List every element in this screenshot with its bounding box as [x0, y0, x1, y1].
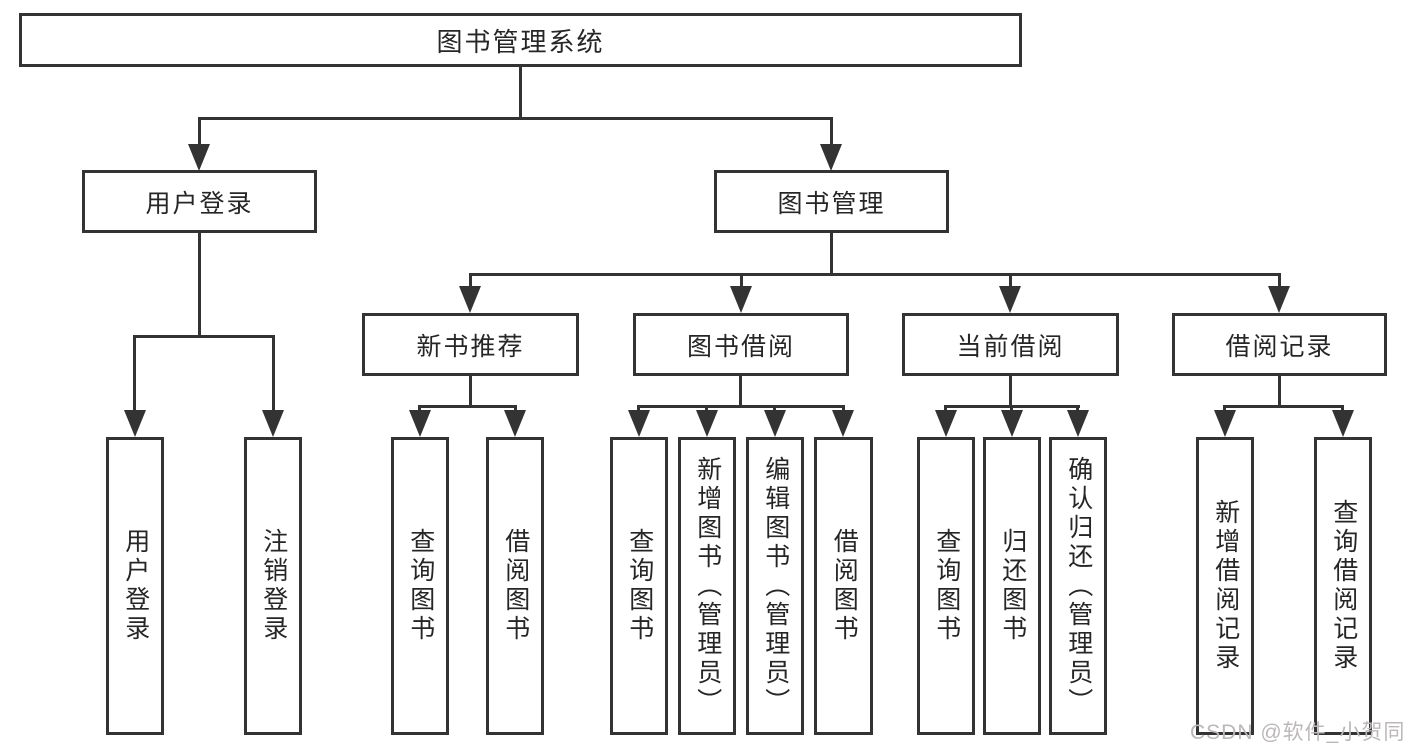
connector-line	[944, 405, 947, 414]
connector-line	[1341, 405, 1344, 414]
connector-line	[198, 117, 833, 120]
connector-line	[740, 273, 743, 290]
connector-line	[469, 376, 472, 407]
node-label: 当前借阅	[956, 332, 1065, 361]
connector-line	[1009, 273, 1012, 290]
connector-line	[705, 405, 708, 414]
arrow-down-icon	[1214, 410, 1236, 437]
arrow-down-icon	[730, 286, 752, 313]
connector-line	[830, 117, 833, 147]
leaf-label: 用户登录	[121, 528, 150, 644]
arrow-down-icon	[628, 410, 650, 437]
node-root-system: 图书管理系统	[19, 13, 1022, 67]
node-current-borrowing: 当前借阅	[902, 313, 1119, 376]
arrow-down-icon	[1067, 410, 1089, 437]
node-label: 新书推荐	[416, 332, 525, 361]
connector-line	[1009, 376, 1012, 407]
leaf-label: 查询图书	[625, 528, 654, 644]
arrow-down-icon	[409, 410, 431, 437]
node-label: 借阅记录	[1225, 332, 1334, 361]
node-book-management: 图书管理	[714, 170, 949, 233]
arrow-down-icon	[832, 410, 854, 437]
arrow-down-icon	[1268, 286, 1290, 313]
leaf-label: 借阅图书	[501, 528, 530, 644]
connector-line	[133, 335, 136, 413]
leaf-label: 归还图书	[998, 528, 1027, 644]
connector-line	[469, 273, 1281, 276]
connector-line	[514, 405, 517, 414]
connector-line	[133, 335, 275, 338]
leaf-borrow-books-recommend: 借阅图书	[486, 437, 544, 735]
leaf-label: 查询图书	[932, 528, 961, 644]
leaf-edit-books-admin: 编辑图书（管理员）	[746, 437, 804, 735]
connector-line	[830, 233, 833, 275]
connector-line	[773, 405, 776, 414]
connector-line	[418, 405, 421, 414]
connector-line	[418, 405, 517, 408]
connector-line	[469, 273, 472, 290]
arrow-down-icon	[1332, 410, 1354, 437]
arrow-down-icon	[1001, 410, 1023, 437]
leaf-label: 查询图书	[406, 528, 435, 644]
leaf-label: 新增图书（管理员）	[693, 455, 722, 717]
leaf-confirm-return-admin: 确认归还（管理员）	[1049, 437, 1107, 735]
leaf-label: 查询借阅记录	[1329, 499, 1358, 673]
leaf-query-books-recommend: 查询图书	[391, 437, 449, 735]
arrow-down-icon	[935, 410, 957, 437]
leaf-label: 新增借阅记录	[1211, 499, 1240, 673]
connector-line	[637, 405, 640, 414]
leaf-query-books-current: 查询图书	[917, 437, 975, 735]
connector-line	[739, 376, 742, 407]
arrow-down-icon	[764, 410, 786, 437]
watermark: CSDN @软件_小贺同学	[1190, 721, 1405, 744]
connector-line	[1278, 273, 1281, 290]
arrow-down-icon	[696, 410, 718, 437]
leaf-label: 确认归还（管理员）	[1064, 455, 1093, 717]
node-label: 图书管理系统	[436, 26, 605, 57]
arrow-down-icon	[504, 410, 526, 437]
connector-line	[1010, 405, 1013, 414]
node-label: 用户登录	[145, 189, 254, 218]
node-new-book-recommendation: 新书推荐	[362, 313, 579, 376]
leaf-label: 编辑图书（管理员）	[761, 455, 790, 717]
arrow-down-icon	[459, 286, 481, 313]
leaf-query-books-borrow: 查询图书	[610, 437, 668, 735]
leaf-borrow-books: 借阅图书	[814, 437, 873, 735]
arrow-down-icon	[124, 410, 146, 437]
leaf-user-login: 用户登录	[106, 437, 164, 735]
node-user-login: 用户登录	[82, 170, 317, 233]
connector-line	[1223, 405, 1344, 408]
arrow-down-icon	[999, 286, 1021, 313]
node-borrowing-records: 借阅记录	[1172, 313, 1387, 376]
connector-line	[1223, 405, 1226, 414]
leaf-query-borrow-record: 查询借阅记录	[1314, 437, 1372, 735]
node-label: 图书管理	[777, 189, 886, 218]
connector-line	[637, 405, 845, 408]
leaf-logout: 注销登录	[244, 437, 302, 735]
connector-line	[1076, 405, 1079, 414]
connector-line	[198, 117, 201, 147]
node-book-borrowing: 图书借阅	[633, 313, 849, 376]
connector-line	[198, 233, 201, 337]
arrow-down-icon	[262, 410, 284, 437]
leaf-add-borrow-record: 新增借阅记录	[1196, 437, 1254, 735]
leaf-add-books-admin: 新增图书（管理员）	[678, 437, 736, 735]
connector-line	[519, 66, 522, 119]
leaf-label: 注销登录	[259, 528, 288, 644]
leaf-return-books: 归还图书	[983, 437, 1041, 735]
connector-line	[842, 405, 845, 414]
arrow-down-icon	[188, 144, 210, 171]
leaf-label: 借阅图书	[830, 528, 859, 644]
node-label: 图书借阅	[686, 332, 795, 361]
arrow-down-icon	[820, 144, 842, 171]
connector-line	[272, 335, 275, 413]
connector-line	[1278, 376, 1281, 407]
